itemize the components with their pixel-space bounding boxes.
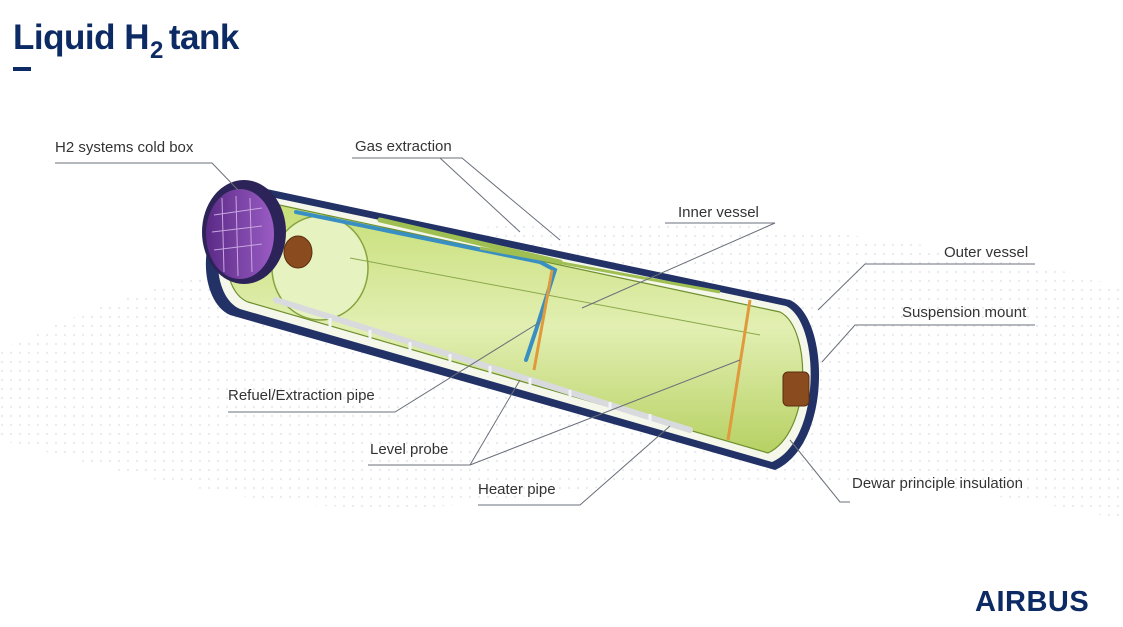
- label-gas-extraction: Gas extraction: [355, 138, 452, 155]
- title-underline: [13, 67, 31, 71]
- suspension-mount: [782, 371, 810, 407]
- label-heater-pipe: Heater pipe: [478, 481, 556, 498]
- title-suffix: tank: [168, 18, 239, 57]
- label-inner-vessel: Inner vessel: [678, 204, 759, 221]
- label-insulation: Dewar principle insulation: [852, 475, 1023, 492]
- title-main: Liquid H: [13, 18, 149, 57]
- tank: [202, 180, 820, 470]
- heater-pipe: [273, 297, 693, 433]
- airbus-logo: AIRBUS: [975, 586, 1090, 618]
- leader-lines: [55, 157, 1035, 506]
- cold-box: [202, 180, 286, 284]
- label-outer-vessel: Outer vessel: [944, 244, 1028, 261]
- title-subscript: 2: [149, 37, 163, 64]
- label-level-probe: Level probe: [370, 441, 448, 458]
- level-probe-2: [726, 299, 752, 441]
- label-suspension-mount: Suspension mount: [902, 304, 1027, 321]
- gas-extraction-pipe: [377, 217, 563, 265]
- level-probe-1: [532, 269, 554, 371]
- refuel-pipe: [294, 210, 558, 362]
- label-cold-box: H2 systems cold box: [55, 139, 194, 156]
- label-refuel-pipe: Refuel/Extraction pipe: [228, 387, 375, 404]
